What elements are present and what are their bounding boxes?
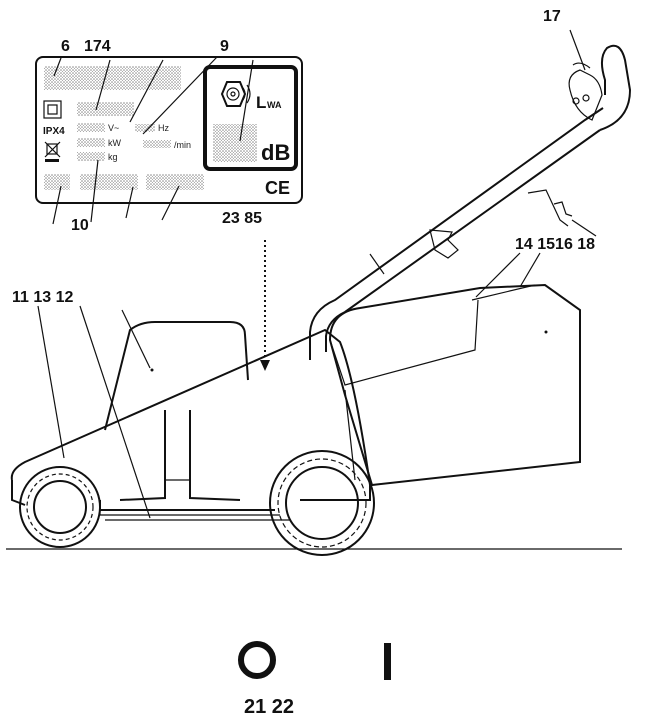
plate-field-6 [44,66,181,90]
front-wheel [19,466,101,548]
double-insulation-icon [43,100,62,119]
ce-mark: CE [265,178,290,198]
ipx4-label: IPX4 [43,126,65,137]
svg-text:L: L [256,93,266,112]
svg-text:Hz: Hz [158,123,169,133]
plate-location-arrow [260,240,270,371]
plate-field-4 [77,102,134,116]
handle [309,29,632,360]
svg-text:kg: kg [108,152,118,162]
weee-bin-icon [44,141,61,162]
svg-text:V~: V~ [108,123,119,133]
motor-shaft [119,410,241,501]
callout-11-13-12: 11 13 12 [12,289,74,306]
callout-14-15-16-18: 14 1516 18 [515,236,595,253]
rear-wheel [269,450,375,556]
svg-text:/min: /min [174,140,191,150]
callout-17: 17 [543,8,561,25]
off-symbol [238,641,276,679]
callout-21-22: 21 22 [244,696,294,718]
motor-cover [104,321,249,431]
svg-text:kW: kW [108,138,122,148]
on-symbol [384,643,391,680]
noise-level-box: L WA dB [203,65,298,171]
lawnmower [6,29,632,556]
svg-text:dB: dB [261,140,290,165]
callout-6: 6 [61,38,70,55]
noise-ear-icon [220,81,251,107]
grass-catcher [328,283,581,487]
callout-9: 9 [220,38,229,55]
handle-knob [429,229,459,259]
plate-leaders [52,56,254,225]
callout-23-85: 23 85 [222,210,262,227]
callout-10: 10 [71,217,89,234]
svg-text:WA: WA [267,100,282,110]
plate-outline [35,56,303,204]
rating-plate: IPX4 V~ Hz kW /min kg [35,56,303,204]
callout-17-4: 174 [84,38,111,55]
switch-symbols: 21 22 [238,641,391,718]
